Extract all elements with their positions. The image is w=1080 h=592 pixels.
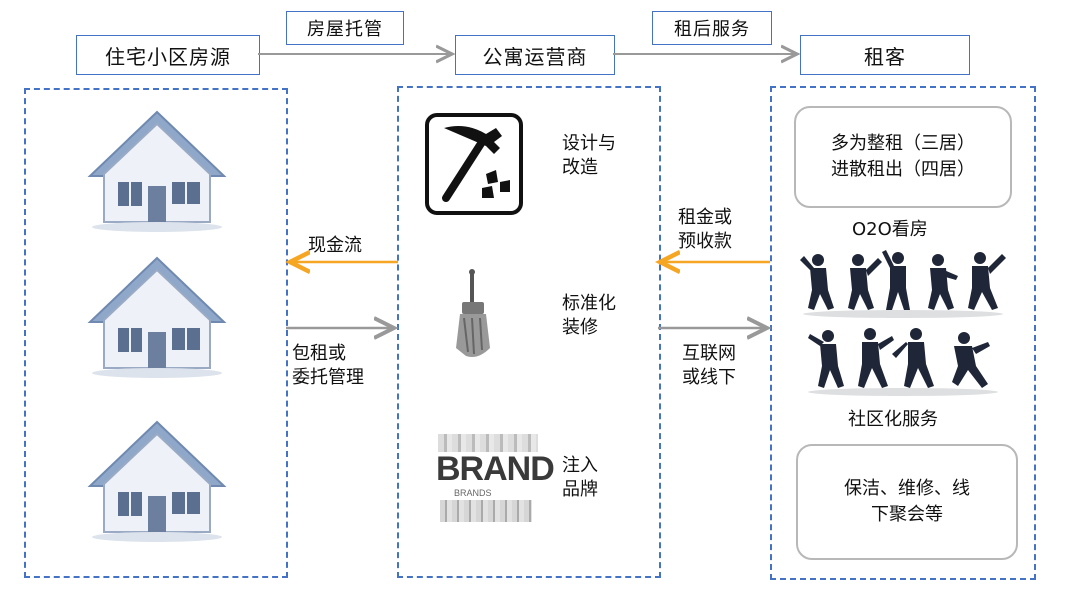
rental-type-line-1: 多为整租（三居） (831, 133, 975, 154)
manage-line-2: 委托管理 (292, 367, 364, 388)
manage-label: 包租或 委托管理 (292, 342, 364, 390)
brand-subword: BRANDS (454, 488, 492, 498)
rent-line-1: 租金或 (678, 207, 732, 228)
services-line-2: 下聚会等 (871, 504, 943, 525)
source-label: 住宅小区房源 (76, 35, 260, 75)
services-box: 保洁、维修、线 下聚会等 (796, 444, 1018, 560)
online-line-2: 或线下 (682, 367, 736, 388)
operator-label: 公寓运营商 (455, 35, 615, 75)
people-silhouettes-icon (800, 250, 1006, 396)
rent-line-2: 预收款 (678, 231, 732, 252)
house-icon (87, 256, 227, 378)
brand-line-1: 注入 (562, 455, 598, 476)
community-service-label: 社区化服务 (848, 409, 938, 430)
manage-line-1: 包租或 (292, 343, 346, 364)
rental-type-line-2: 进散租出（四居） (831, 159, 975, 180)
flow-label-after-service: 租后服务 (652, 11, 772, 45)
tenant-label: 租客 (800, 35, 970, 75)
cash-flow-label: 现金流 (308, 235, 362, 256)
rental-type-box: 多为整租（三居） 进散租出（四居） (794, 106, 1012, 208)
house-icon (87, 420, 227, 542)
renovation-line-1: 标准化 (562, 293, 616, 314)
design-line-2: 改造 (562, 157, 598, 178)
renovation-label: 标准化 装修 (562, 292, 616, 340)
online-line-1: 互联网 (682, 343, 736, 364)
services-line-1: 保洁、维修、线 (844, 478, 970, 499)
hammer-icon (425, 113, 523, 215)
design-label: 设计与 改造 (562, 132, 616, 180)
flow-label-hosting: 房屋托管 (286, 11, 404, 45)
renovation-line-2: 装修 (562, 317, 598, 338)
house-icon (87, 110, 227, 232)
brand-line-2: 品牌 (562, 479, 598, 500)
o2o-label: O2O看房 (852, 219, 928, 240)
design-line-1: 设计与 (562, 133, 616, 154)
online-label: 互联网 或线下 (682, 342, 736, 390)
brand-logo: BRAND BRANDS (432, 432, 562, 528)
brand-word: BRAND (436, 450, 555, 488)
source-column (24, 88, 288, 578)
paintbrush-icon (456, 269, 490, 357)
brand-label: 注入 品牌 (562, 454, 598, 502)
rent-label: 租金或 预收款 (678, 206, 732, 254)
